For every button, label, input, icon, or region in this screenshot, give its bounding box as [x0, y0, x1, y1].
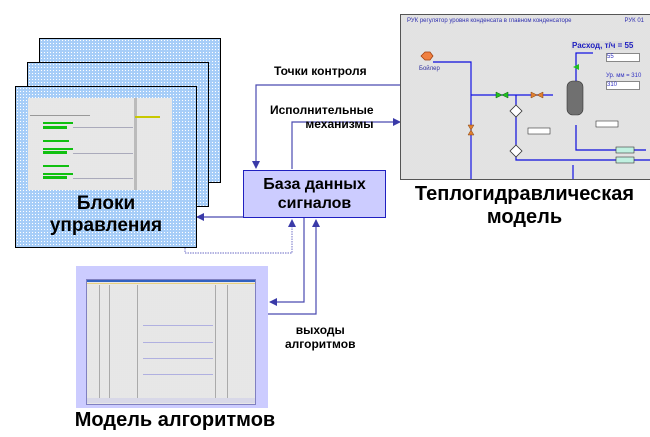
field2-input[interactable]: 310	[606, 81, 640, 90]
control-block-card-front[interactable]: Блоки управления	[15, 86, 197, 248]
thermo-model-label-line2: модель	[486, 206, 563, 228]
field1-value: 55	[607, 54, 614, 60]
control-block-screenshot	[28, 98, 172, 190]
control-blocks-label: Блоки управления	[16, 193, 196, 237]
field1-label: Расход, т/ч = 55	[571, 41, 635, 50]
algorithm-model-frame[interactable]	[76, 266, 268, 408]
thermo-screen-title: РУК регулятор уровня конденсата в главно…	[407, 18, 572, 24]
actuators-label-line1: Исполнительные	[270, 103, 374, 117]
thermo-schematic: Бойлер	[419, 51, 650, 179]
actuators-arrow	[291, 118, 401, 169]
heat-exchanger-icon	[509, 144, 523, 158]
control-blocks-label-line2: управления	[49, 214, 163, 236]
thermo-screen-id: РУК 01	[624, 18, 644, 24]
algo-outputs-arrow	[268, 219, 320, 315]
boiler-icon	[420, 51, 434, 61]
field1-input[interactable]: 55	[606, 53, 640, 62]
field2-value: 310	[607, 82, 618, 88]
algorithm-model-screenshot	[86, 279, 256, 405]
control-points-arrow	[252, 84, 403, 169]
blocks-to-db-arrow	[184, 219, 296, 254]
valve-icon	[530, 91, 544, 99]
heat-exchanger-icon	[509, 104, 523, 118]
actuators-label-line2: механизмы	[305, 117, 374, 132]
output-tag	[615, 156, 635, 164]
algorithm-model-label: Модель алгоритмов	[74, 409, 276, 431]
db-to-algo-arrow	[269, 217, 305, 306]
algorithm-outputs-label-line2: алгоритмов	[285, 337, 356, 352]
arrow-in-icon	[573, 64, 579, 70]
thermo-model-label-line1: Теплогидравлическая	[414, 183, 635, 205]
database-label-line1: База данных	[263, 175, 366, 193]
control-points-label: Точки контроля	[274, 64, 367, 78]
database-label-line2: сигналов	[277, 195, 352, 212]
control-blocks-label-line1: Блоки	[76, 193, 136, 214]
algorithm-outputs-label-line1: выходы	[295, 323, 345, 337]
thermo-model-label: Теплогидравлическая модель	[400, 183, 649, 229]
thermo-model-screenshot[interactable]: РУК регулятор уровня конденсата в главно…	[400, 14, 650, 180]
field2-label: Ур. мм = 310	[606, 73, 642, 79]
source-label: Бойлер	[419, 65, 440, 72]
signal-database-box[interactable]: База данных сигналов	[243, 170, 386, 218]
actuators-label: Исполнительные механизмы	[270, 103, 374, 132]
output-tag	[615, 146, 635, 154]
valve-icon	[495, 91, 509, 99]
valve-icon	[467, 124, 475, 136]
algorithm-outputs-label: выходы алгоритмов	[285, 323, 355, 352]
condenser-vessel-icon	[566, 80, 584, 116]
